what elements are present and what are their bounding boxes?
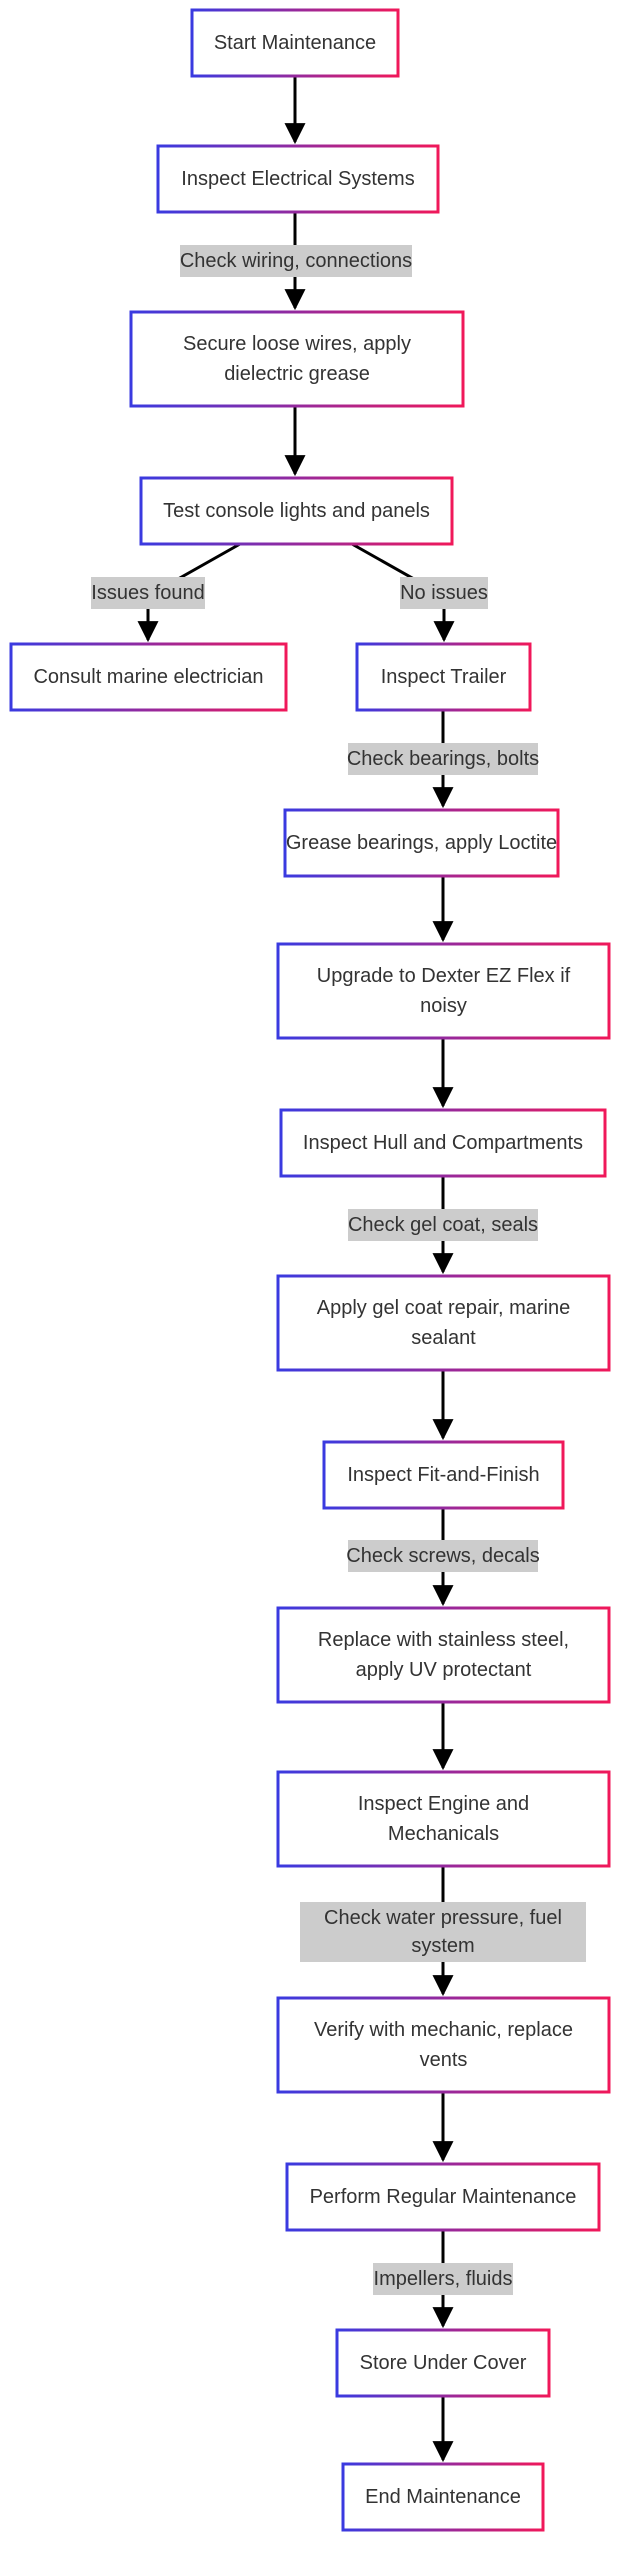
edge-label-text: Impellers, fluids — [374, 2268, 513, 2290]
node-gel-coat-repair: Apply gel coat repair, marine sealant — [276, 1274, 611, 1372]
edge-label-text: Issues found — [91, 582, 204, 604]
node-box — [341, 2462, 545, 2532]
node-label: Secure loose wires, apply — [183, 333, 411, 355]
edge-label-text: Check gel coat, seals — [348, 1214, 538, 1236]
node-grease-bearings: Grease bearings, apply Loctite — [283, 808, 560, 878]
node-box — [285, 2162, 601, 2232]
node-label: Inspect Engine and — [358, 1793, 529, 1815]
node-label: Consult marine electrician — [33, 666, 263, 688]
node-box — [9, 642, 288, 712]
edge-label-background — [91, 577, 205, 609]
node-box — [322, 1440, 565, 1510]
node-box — [156, 144, 440, 214]
edge-label-check-gel: Check gel coat, seals — [348, 1209, 538, 1241]
edge-label-background — [348, 1540, 538, 1572]
node-test-console: Test console lights and panels — [139, 476, 454, 546]
node-inspect-fit: Inspect Fit-and-Finish — [322, 1440, 565, 1510]
node-start: Start Maintenance — [190, 8, 400, 78]
node-label: sealant — [411, 1327, 476, 1349]
node-label: Grease bearings, apply Loctite — [286, 832, 557, 854]
node-box — [276, 1770, 611, 1868]
node-label: Mechanicals — [388, 1823, 499, 1845]
edge-label-text: Check wiring, connections — [180, 250, 412, 272]
edge-label-check-wiring: Check wiring, connections — [180, 245, 412, 277]
node-label: Inspect Fit-and-Finish — [347, 1464, 539, 1486]
node-label: Apply gel coat repair, marine — [317, 1297, 570, 1319]
edge-label-check-water: Check water pressure, fuel system — [300, 1902, 586, 1962]
node-label: Store Under Cover — [360, 2352, 527, 2374]
node-box — [190, 8, 400, 78]
node-label: Start Maintenance — [214, 32, 376, 54]
edge-label-no-issues: No issues — [400, 577, 488, 609]
node-inspect-trailer: Inspect Trailer — [355, 642, 532, 712]
node-label: Verify with mechanic, replace — [314, 2019, 573, 2041]
edge-label-text: Check screws, decals — [346, 1545, 539, 1567]
edge-label-issues-found: Issues found — [91, 577, 205, 609]
node-label: Inspect Electrical Systems — [181, 168, 414, 190]
edge-label-impellers: Impellers, fluids — [373, 2263, 513, 2295]
node-verify-mechanic: Verify with mechanic, replace vents — [276, 1996, 611, 2094]
edge-label-text: Check water pressure, fuel — [324, 1907, 562, 1929]
node-box — [276, 1606, 611, 1704]
node-box — [276, 1274, 611, 1372]
node-label: dielectric grease — [224, 363, 370, 385]
edge-label-background — [348, 1209, 538, 1241]
node-box — [335, 2328, 551, 2398]
node-box — [139, 476, 454, 546]
node-box — [355, 642, 532, 712]
node-box — [279, 1108, 607, 1178]
node-label: apply UV protectant — [356, 1659, 532, 1681]
edge-label-text: Check bearings, bolts — [347, 748, 539, 770]
node-label: Inspect Hull and Compartments — [303, 1132, 583, 1154]
node-end: End Maintenance — [341, 2462, 545, 2532]
node-label: End Maintenance — [365, 2486, 521, 2508]
node-label: Perform Regular Maintenance — [310, 2186, 577, 2208]
node-label: Test console lights and panels — [163, 500, 430, 522]
edge-label-background — [180, 245, 412, 277]
node-box — [129, 310, 465, 408]
node-consult-electrician: Consult marine electrician — [9, 642, 288, 712]
edges-layer — [137, 76, 455, 2463]
node-inspect-hull: Inspect Hull and Compartments — [279, 1108, 607, 1178]
node-label: Upgrade to Dexter EZ Flex if — [317, 965, 571, 987]
node-label: noisy — [420, 995, 467, 1017]
node-inspect-electrical: Inspect Electrical Systems — [156, 144, 440, 214]
edge-label-text: system — [411, 1935, 474, 1957]
node-regular-maintenance: Perform Regular Maintenance — [285, 2162, 601, 2232]
edge-label-background — [348, 743, 538, 775]
edge-label-background — [300, 1902, 586, 1962]
node-box — [276, 942, 611, 1040]
node-replace-stainless: Replace with stainless steel, apply UV pr… — [276, 1606, 611, 1704]
edge-label-background — [400, 577, 488, 609]
node-secure-wires: Secure loose wires, apply dielectric grea… — [129, 310, 465, 408]
node-box — [283, 808, 560, 878]
node-label: Replace with stainless steel, — [318, 1629, 569, 1651]
edge-label-check-bearings: Check bearings, bolts — [347, 743, 539, 775]
node-upgrade-dexter: Upgrade to Dexter EZ Flex if noisy — [276, 942, 611, 1040]
node-label: vents — [420, 2049, 468, 2071]
edge-label-text: No issues — [400, 582, 488, 604]
node-store-cover: Store Under Cover — [335, 2328, 551, 2398]
node-box — [276, 1996, 611, 2094]
edge-label-check-screws: Check screws, decals — [346, 1540, 540, 1572]
node-label: Inspect Trailer — [381, 666, 507, 688]
edge-label-background — [373, 2263, 513, 2295]
